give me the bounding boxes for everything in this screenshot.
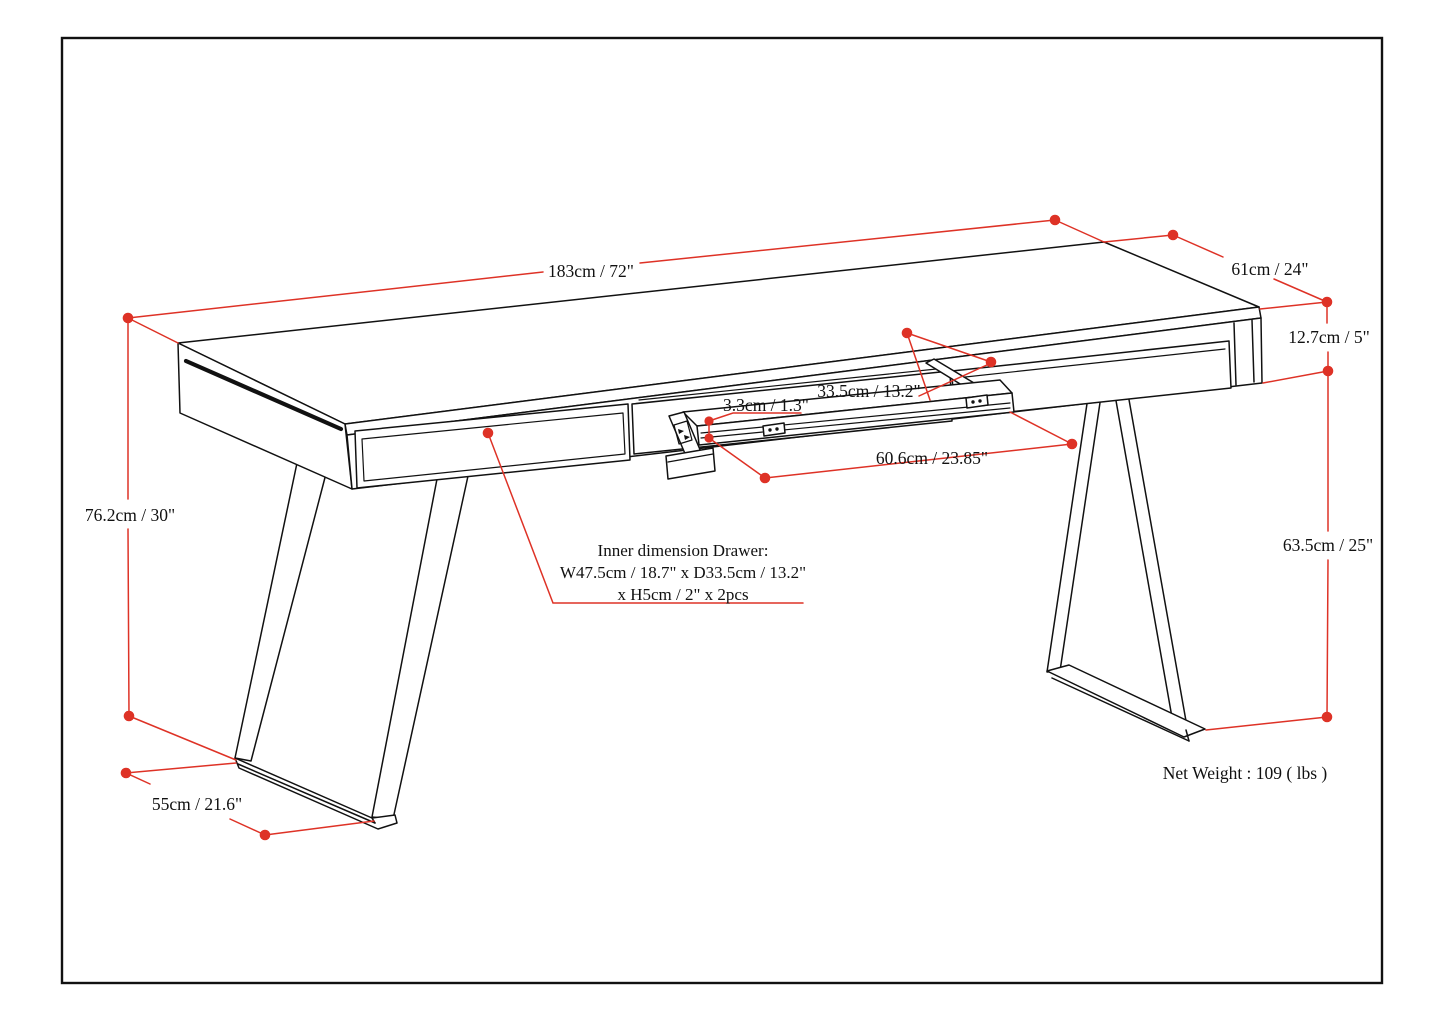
dimension-dot: [1322, 365, 1334, 377]
right-end-cap-line2: [1251, 319, 1255, 383]
dim-line-width: [127, 219, 1056, 319]
dimension-dot: [759, 472, 771, 484]
dimension-dot: [120, 767, 132, 779]
label-width: 183cm / 72": [548, 261, 634, 281]
label-leg-clearance: 63.5cm / 25": [1283, 535, 1373, 555]
drawer-note-line1: Inner dimension Drawer:: [598, 541, 769, 560]
label-foot-depth: 55cm / 21.6": [152, 794, 242, 814]
label-tray-thickness: 3.3cm / 1.3": [723, 395, 809, 415]
dim-line-tray-width: [764, 443, 1073, 479]
dim-line-clearance: [1326, 375, 1329, 718]
dimension-dot: [901, 327, 913, 339]
net-weight-label: Net Weight : 109 ( lbs ): [1163, 763, 1328, 783]
left-leg: [234, 462, 469, 830]
dimension-dot: [985, 356, 997, 368]
label-tray-width: 60.6cm / 23.85": [876, 448, 988, 468]
dimension-dot: [123, 710, 135, 722]
dimension-dot: [1167, 229, 1179, 241]
dimension-dot: [704, 416, 714, 426]
slide-arrow-icon: [678, 429, 684, 434]
dimension-dot: [1321, 296, 1333, 308]
label-depth: 61cm / 24": [1231, 259, 1308, 279]
dim-line-tray-depth: [906, 332, 992, 363]
desk-line-art: [177, 241, 1263, 830]
dimension-dot: [1049, 214, 1061, 226]
dimension-dot: [482, 427, 494, 439]
dimension-dot: [122, 312, 134, 324]
drawer-note-line2: W47.5cm / 18.7" x D33.5cm / 13.2": [560, 563, 806, 582]
side-shadow-band: [183, 358, 344, 432]
dimension-dot: [259, 829, 271, 841]
label-thickness: 12.7cm / 5": [1288, 327, 1370, 347]
slide-arrow-icon: [684, 435, 690, 440]
dimension-labels: 183cm / 72" 61cm / 24" 12.7cm / 5" 33.5c…: [85, 259, 1373, 814]
right-end-cap-line: [1233, 322, 1237, 386]
dimension-lines: [125, 219, 1329, 836]
dimension-endpoints: [120, 214, 1334, 841]
dimension-dot: [1066, 438, 1078, 450]
drawer-note-leader: [487, 432, 804, 604]
drawer-note-line3: x H5cm / 2" x 2pcs: [617, 585, 748, 604]
drawing-border: [60, 36, 1384, 985]
label-height: 76.2cm / 30": [85, 505, 175, 525]
dim-line-height: [127, 322, 130, 717]
right-leg-foot: [1046, 664, 1206, 738]
dim-line-depth: [1172, 234, 1328, 303]
dimension-dot: [704, 433, 714, 443]
label-tray-depth: 33.5cm / 13.2": [817, 381, 920, 401]
drawer-note: Inner dimension Drawer: W47.5cm / 18.7" …: [560, 541, 806, 604]
dimension-dot: [1321, 711, 1333, 723]
